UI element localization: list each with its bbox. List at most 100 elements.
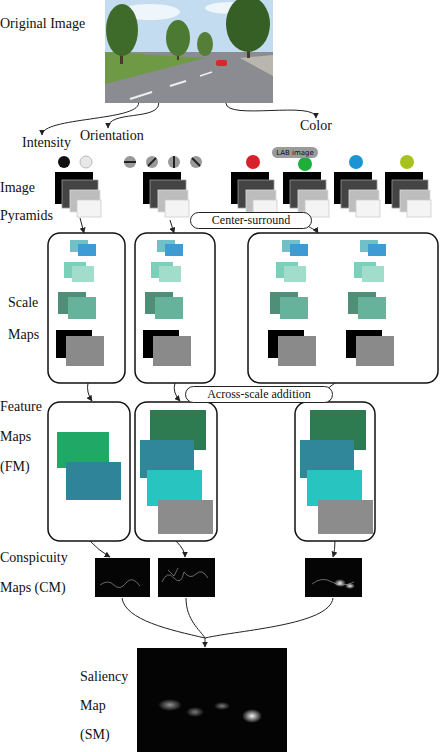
saliency-map xyxy=(158,699,182,711)
row-label: Conspicuity Maps (CM) xyxy=(0,543,68,603)
flow-wires xyxy=(90,541,110,557)
flow-wires xyxy=(170,220,174,233)
conspicuity-maps xyxy=(168,568,178,576)
feature-symbols xyxy=(146,156,158,168)
step-pill: Across-scale addition xyxy=(185,386,333,403)
street-photo xyxy=(197,32,213,56)
step-pill: Center-surround xyxy=(190,212,312,229)
feature-symbols xyxy=(190,156,202,168)
feature-symbols xyxy=(298,157,312,171)
feature-symbols xyxy=(173,156,175,168)
conspicuity-maps xyxy=(305,558,362,597)
pyramid-group: Orientation xyxy=(78,128,198,222)
feature-symbols xyxy=(58,156,70,168)
feature-boxes xyxy=(135,402,217,541)
street-photo xyxy=(166,20,190,56)
feature-symbols xyxy=(58,155,414,171)
conspicuity-maps xyxy=(345,583,355,589)
feature-symbols xyxy=(246,155,260,169)
flow-arrow xyxy=(108,103,159,128)
pyramid-group: Color xyxy=(228,118,442,222)
flow-wires xyxy=(205,638,206,647)
pyramids xyxy=(283,172,329,217)
feature-symbols xyxy=(349,155,363,169)
node-text: LAB image xyxy=(276,149,314,157)
feature-symbols xyxy=(124,156,136,168)
merge-wires xyxy=(122,598,333,638)
street-photo xyxy=(170,81,186,86)
saliency-map xyxy=(214,702,230,710)
node-text: Intensity xyxy=(22,135,71,151)
street-photo xyxy=(200,72,212,76)
conspicuity-maps xyxy=(100,568,354,588)
pyramids xyxy=(334,172,380,217)
saliency-map xyxy=(137,648,287,752)
feature-symbols xyxy=(168,156,180,168)
merge-wires xyxy=(186,598,205,638)
scale-boxes xyxy=(48,233,438,383)
flow-wires xyxy=(174,383,180,401)
flow-wires xyxy=(80,218,84,233)
street-photo xyxy=(130,92,152,99)
conspicuity-maps xyxy=(95,558,150,597)
feature-symbols xyxy=(124,161,136,163)
node-text: Center-surround xyxy=(212,213,290,228)
street-photo xyxy=(226,0,270,52)
conspicuity-maps xyxy=(158,558,215,597)
row-label: Scale Maps xyxy=(8,287,39,351)
feature-symbols xyxy=(80,156,92,168)
scale-boxes xyxy=(135,233,215,383)
feature-boxes xyxy=(48,402,375,541)
feature-symbols xyxy=(148,158,156,166)
conspicuity-maps xyxy=(162,572,208,582)
scale-maps xyxy=(346,240,394,366)
pyramids xyxy=(55,172,101,217)
conspicuity-maps xyxy=(334,579,346,587)
flow-arrow xyxy=(226,103,316,118)
merge-wires xyxy=(122,598,205,638)
feature-maps xyxy=(300,410,373,534)
pyramids xyxy=(385,172,431,217)
scale-boxes xyxy=(48,233,125,383)
feature-boxes xyxy=(295,402,375,541)
saliency-map xyxy=(186,707,204,717)
feature-maps xyxy=(140,410,213,534)
street-photo xyxy=(240,55,273,76)
street-photo xyxy=(105,52,273,103)
feature-maps xyxy=(66,462,121,500)
node-text: Color xyxy=(300,118,332,134)
flow-wires xyxy=(176,541,185,557)
street-photo xyxy=(106,4,138,56)
row-label: Feature Maps (FM) xyxy=(0,392,42,482)
feature-symbols xyxy=(192,158,200,166)
scale-maps xyxy=(268,240,316,366)
scale-maps xyxy=(56,240,394,366)
street-photo xyxy=(105,0,273,103)
pyramids xyxy=(55,172,431,217)
pyramids xyxy=(231,172,277,217)
row-label: Saliency Map (SM) xyxy=(80,662,128,749)
feature-maps xyxy=(57,410,373,534)
flow-wires xyxy=(88,383,93,401)
pyramids xyxy=(143,172,189,217)
row-label: Image Pyramids xyxy=(0,174,53,230)
feature-symbols xyxy=(400,155,414,169)
street-photo xyxy=(216,60,227,66)
scale-maps xyxy=(143,240,191,366)
merge-wires xyxy=(205,598,333,638)
flow-wires xyxy=(333,541,335,557)
node-text: Original Image xyxy=(0,16,85,32)
saliency-map xyxy=(242,709,262,723)
node-text: Orientation xyxy=(80,128,144,144)
image-node: Original Image xyxy=(105,0,273,103)
conspicuity-maps xyxy=(100,580,140,588)
conspicuity-maps xyxy=(95,558,362,597)
saliency-map xyxy=(137,648,287,752)
tag-pill: LAB image xyxy=(272,147,318,158)
flow-wires xyxy=(80,218,335,647)
feature-boxes xyxy=(48,402,130,541)
scale-boxes xyxy=(248,233,438,383)
